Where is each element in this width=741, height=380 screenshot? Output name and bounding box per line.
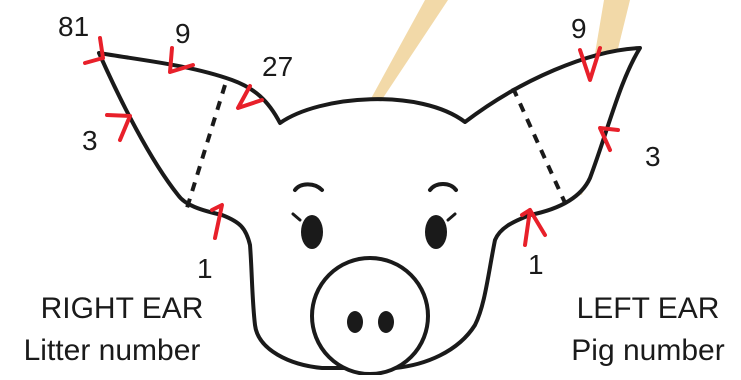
right-eye <box>301 215 323 249</box>
snout-disc <box>312 258 428 374</box>
left-ear-side-label: LEFT EAR <box>577 292 720 325</box>
light-beam-center <box>368 0 448 110</box>
left-ear-meaning-label: Pig number <box>571 334 724 367</box>
right-nostril <box>347 311 363 333</box>
left-ear-notch-9: 9 <box>571 13 587 44</box>
right-ear-notch-1: 1 <box>197 253 213 284</box>
pig-snout <box>312 258 428 374</box>
right-ear-notch-3: 3 <box>82 125 98 156</box>
right-ear-notch-9: 9 <box>175 18 191 49</box>
notch-marker-right-3 <box>107 115 130 140</box>
right-ear-side-label: RIGHT EAR <box>41 292 204 325</box>
left-ear-notch-3: 3 <box>645 141 661 172</box>
right-ear-notch-27: 27 <box>262 51 293 82</box>
left-ear-notch-1: 1 <box>528 249 544 280</box>
right-ear-notch-81: 81 <box>58 11 89 42</box>
right-ear-meaning-label: Litter number <box>24 334 201 367</box>
left-nostril <box>378 311 394 333</box>
left-eye <box>425 215 447 249</box>
